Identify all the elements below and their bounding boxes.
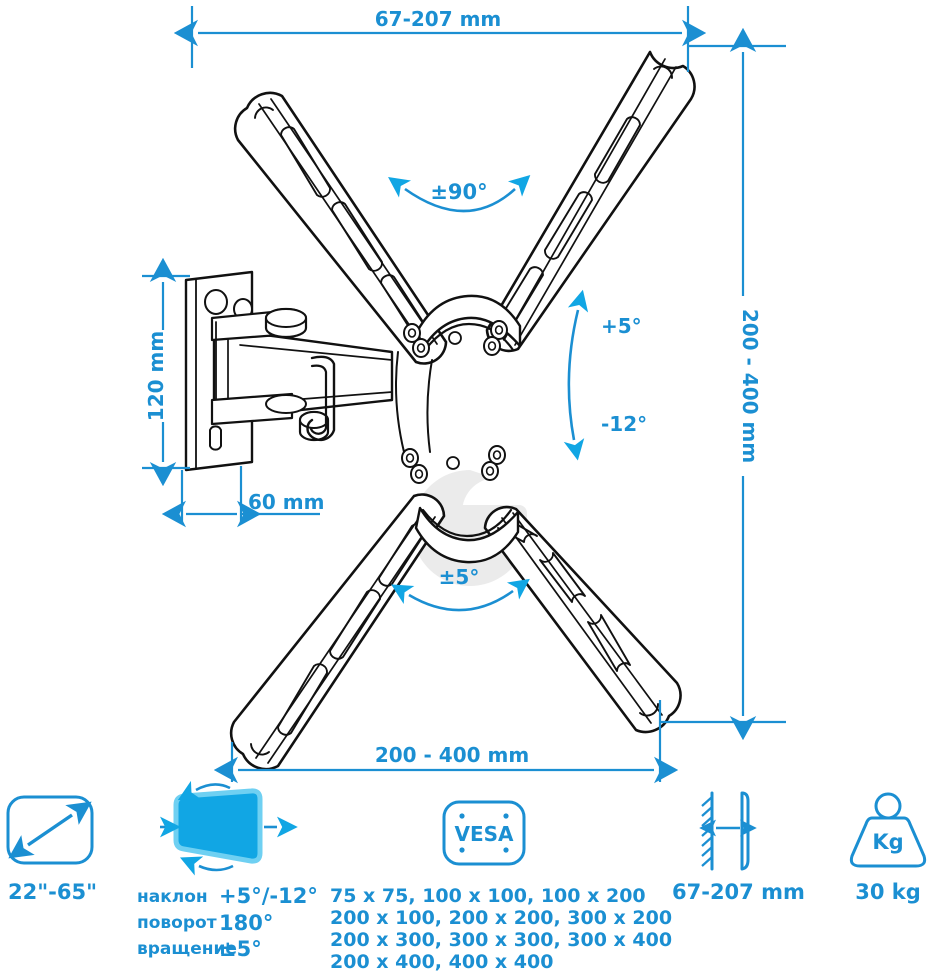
spec-vesa-list: 75 x 75, 100 x 100, 100 x 200 200 x 100,… (330, 885, 672, 973)
spec-motion-row-1-value: 180° (219, 911, 273, 935)
dimension-plate-height-label: 120 mm (144, 331, 168, 421)
arm-lower-left (229, 493, 446, 771)
spec-motion-row-0-value: +5°/-12° (219, 884, 318, 908)
spec-vesa-line-3: 200 x 400, 400 x 400 (330, 951, 553, 973)
spec-weight: Kg 30 kg (849, 792, 927, 904)
annotation-tilt-up-label: +5° (601, 314, 642, 338)
dimension-bracket-height-label: 200 - 400 mm (738, 309, 762, 463)
annotation-tilt: +5° -12° (563, 289, 647, 461)
center-hub (395, 294, 522, 564)
spec-motion-rows: наклон +5°/-12° поворот 180° вращение ±5… (137, 884, 318, 961)
spec-vesa-line-0: 75 x 75, 100 x 100, 100 x 200 (330, 885, 646, 907)
annotation-swivel: ±90° (388, 174, 531, 213)
dimension-plate-width: 60 mm (161, 466, 324, 528)
spec-motion-icon (160, 780, 298, 876)
spec-motion-row-0-label: наклон (137, 887, 208, 907)
weight-icon-label: Kg (872, 830, 903, 854)
dimension-plate-height: 120 mm (142, 257, 190, 487)
annotation-rotation-label: ±5° (439, 565, 480, 589)
spec-motion-row-2-label: вращение (137, 939, 237, 959)
spec-vesa-icon: VESA (442, 800, 526, 866)
dimension-plate-width-label: 60 mm (248, 490, 324, 514)
spec-motion-row-1-label: поворот (137, 913, 217, 933)
spec-vesa-line-2: 200 x 300, 300 x 300, 300 x 400 (330, 929, 672, 951)
annotation-rotation: ±5° (391, 565, 530, 612)
dimension-bracket-width-label: 200 - 400 mm (375, 743, 529, 767)
vesa-icon-label: VESA (454, 822, 514, 846)
mount-assembly (184, 50, 696, 771)
annotation-swivel-label: ±90° (430, 180, 487, 204)
spec-screen-size-label: 22"-65" (8, 880, 97, 904)
spec-wall-distance-label: 67-207 mm (672, 880, 805, 904)
annotation-tilt-down-label: -12° (601, 412, 647, 436)
screen-diagonal-icon (8, 801, 92, 859)
spec-weight-label: 30 kg (855, 880, 921, 904)
dimension-bracket-height: 200 - 400 mm (660, 27, 786, 741)
spec-screen-size: 22"-65" (6, 795, 97, 904)
spec-wall-distance: 67-207 mm (672, 791, 805, 904)
arm-upper-left (233, 91, 448, 365)
dimension-bracket-width: 200 - 400 mm (213, 700, 679, 784)
dimension-depth-top: 67-207 mm (173, 6, 707, 72)
arm-lower-right (483, 505, 682, 734)
spec-vesa-line-1: 200 x 100, 200 x 200, 300 x 200 (330, 907, 672, 929)
dimension-depth-top-label: 67-207 mm (375, 7, 502, 31)
extension-arm (210, 307, 394, 442)
arm-upper-right (485, 50, 696, 353)
spec-motion-row-2-value: ±5° (219, 937, 262, 961)
